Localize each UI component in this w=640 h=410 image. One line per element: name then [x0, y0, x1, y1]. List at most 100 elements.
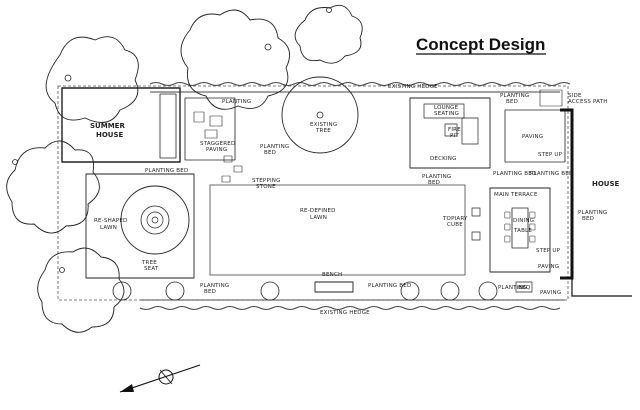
dining-chair-6 [529, 235, 536, 243]
dining-chair-5 [529, 223, 536, 231]
garden-boundary [57, 85, 569, 301]
step-up-label-2: STEP UP [536, 248, 561, 254]
summer-house-label-2: HOUSE [96, 131, 124, 139]
tree-canopy-left-bottom [37, 247, 125, 333]
planting-bed-mid-label-2: BED [264, 150, 276, 156]
shrub-2 [165, 281, 185, 301]
topiary-cube-2 [471, 231, 481, 241]
lounge-seating-label: LOUNGE [434, 105, 459, 111]
paving-label-3: PAVING [540, 290, 561, 296]
bbq [515, 281, 533, 293]
reshaped-lawn [85, 173, 195, 279]
stepping-stone-2 [233, 165, 243, 173]
tree-seat-outer [140, 205, 170, 235]
lounge-seating-2 [461, 117, 479, 145]
chair-3 [204, 129, 218, 139]
step-up-label: STEP UP [538, 152, 563, 158]
staggered-paving-label-2: PAVING [206, 147, 227, 153]
chair [193, 111, 205, 123]
planting-bed-deck-label-2: BED [428, 180, 440, 186]
chair-2 [209, 115, 223, 127]
existing-tree-label: EXISTING [310, 122, 337, 128]
bench [314, 281, 354, 293]
north-arrow [119, 364, 201, 393]
planting-bed-bottom-left-label-2: BED [204, 289, 216, 295]
dining-chair-2 [504, 223, 511, 231]
tree-seat-canopy [120, 185, 190, 255]
planting-bed-bottom-left-label: PLANTING [200, 283, 229, 289]
fire-pit-label: FIRE [448, 127, 461, 133]
topiary-cube-label: TOPIARY [442, 216, 468, 222]
staggered-paving-area [184, 97, 236, 161]
tree-trunk-top-right [326, 7, 332, 13]
hedge-bottom [139, 305, 561, 311]
stepping-stone-label-2: STONE [256, 184, 276, 190]
planting-bed-house-label: PLANTING [578, 210, 607, 216]
shrub [112, 281, 132, 301]
side-access-path-label: SIDE [568, 93, 582, 99]
tree-trunk-top [264, 43, 272, 51]
hedge-top-label: EXISTING HEDGE [388, 84, 438, 90]
stepping-stone [223, 155, 233, 163]
house-boundary [571, 278, 632, 297]
staggered-paving-label: STAGGERED [200, 141, 235, 147]
dining-label: DINING [513, 218, 534, 224]
redefined-lawn-label-2: LAWN [310, 215, 327, 221]
side-access-path-label-2: ACCESS PATH [568, 99, 608, 105]
summer-house-deck [159, 93, 177, 159]
bbq-label: BBQ [518, 285, 531, 291]
planting-bed-upper-label: PLANTING BED [145, 168, 188, 174]
dining-chair-4 [529, 211, 536, 219]
stepping-stone-3 [221, 175, 231, 183]
main-terrace [489, 187, 551, 273]
tree-seat-inner [146, 211, 164, 229]
planting-bed-top-right-label-2: BED [506, 99, 518, 105]
tree-canopy-top [180, 9, 291, 110]
tree-trunk-left-bottom [59, 267, 65, 273]
existing-tree-canopy [281, 76, 359, 154]
existing-tree-trunk [316, 111, 324, 119]
redefined-lawn [209, 184, 466, 276]
summer-house [61, 87, 181, 163]
tree-trunk-left-top [64, 74, 72, 82]
tree-canopy-top-right [294, 4, 363, 64]
shrub-6 [478, 281, 498, 301]
house-wall [560, 108, 574, 280]
shrub-3 [260, 281, 280, 301]
planting-bed-house-label-2: BED [582, 216, 594, 222]
planting-bed-top-right-label: PLANTING [500, 93, 529, 99]
tree-canopy-left-mid [6, 140, 100, 234]
tree-canopy-left-top [45, 36, 139, 123]
side-access-path [539, 89, 563, 107]
tree-seat-label: TREE [141, 260, 157, 266]
paving-label-2: PAVING [538, 264, 559, 270]
existing-tree-label-2: TREE [315, 128, 331, 134]
shrub-4 [400, 281, 420, 301]
reshaped-lawn-label-2: LAWN [100, 225, 117, 231]
bench-label: BENCH [322, 272, 342, 278]
hedge-bottom-label: EXISTING HEDGE [320, 310, 370, 316]
redefined-lawn-label: RE-DEFINED [300, 208, 336, 214]
fire-pit-label-2: PIT [450, 133, 459, 139]
hedge-top [149, 81, 571, 87]
lounge-seating-label-2: SEATING [434, 111, 459, 117]
fire-pit [444, 123, 458, 137]
main-terrace-label: MAIN TERRACE [494, 192, 538, 198]
paving-label: PAVING [522, 134, 543, 140]
planting-label: PLANTING [222, 99, 251, 105]
planting-bottom-label: PLANTING [498, 285, 527, 291]
stepping-stone-label: STEPPING [252, 178, 281, 184]
lounge-seating [423, 103, 465, 119]
planting-bed-mid-label: PLANTING [260, 144, 289, 150]
dining-table [511, 207, 529, 249]
decking-label: DECKING [430, 156, 457, 162]
planting-bed-deck-label: PLANTING [422, 174, 451, 180]
decking-area [409, 97, 491, 169]
summer-house-label: SUMMER [90, 122, 125, 130]
planting-bed-right-label: PLANTING BED [530, 171, 573, 177]
topiary-cube-label-2: CUBE [447, 222, 463, 228]
dining-chair-3 [504, 235, 511, 243]
reshaped-lawn-label: RE-SHAPED [94, 218, 128, 224]
table-label: TABLE [513, 228, 532, 234]
